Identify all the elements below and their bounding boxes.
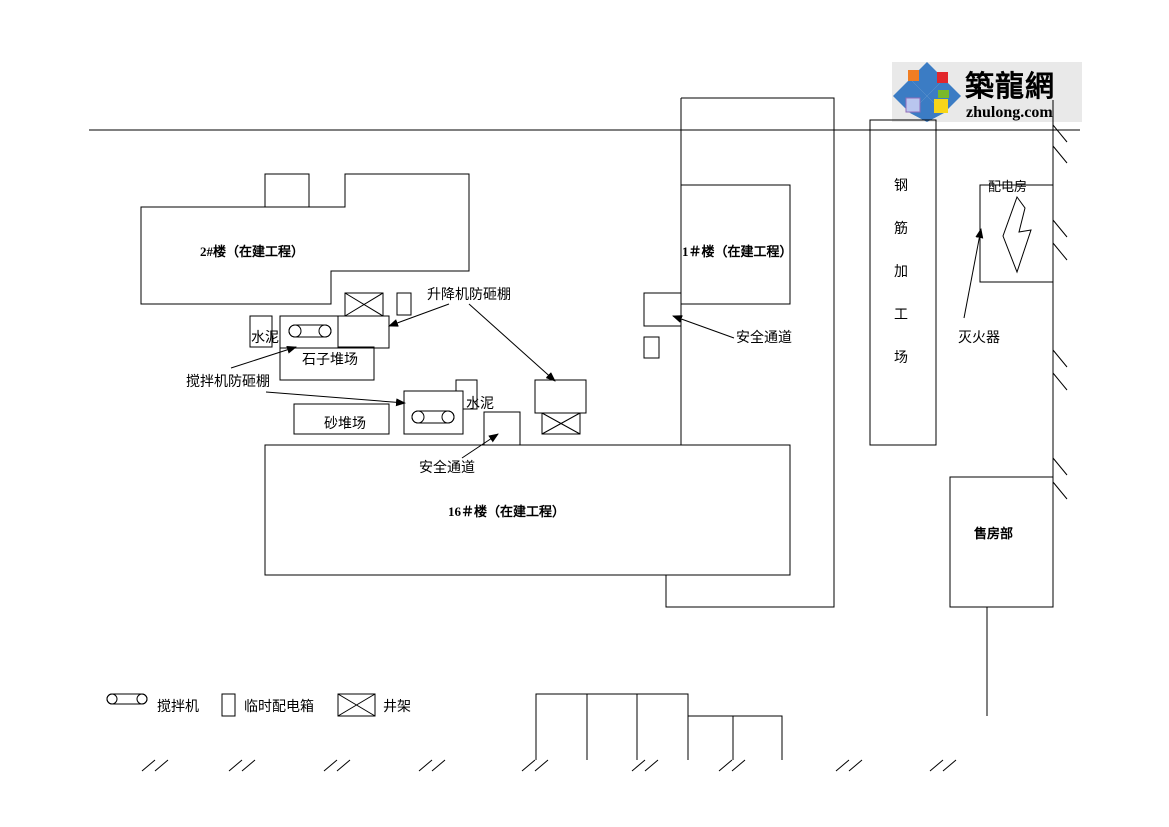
- logo-text-cn: 築龍網: [964, 69, 1055, 103]
- distribution-box: [396, 292, 412, 316]
- building-1-label: 1＃楼（在建工程）: [682, 244, 793, 259]
- stone-yard-label: 石子堆场: [302, 352, 358, 368]
- distribution-box: [643, 336, 660, 359]
- cement-label-1: 水泥: [251, 330, 279, 346]
- sales-office: 售房部: [949, 476, 1054, 716]
- safe-passage-arrow-1: [672, 315, 735, 339]
- safe-passage-label-1: 安全通道: [736, 329, 792, 346]
- rebar-label-char-3: 加: [894, 264, 908, 280]
- mixer-shed-1: [279, 315, 339, 349]
- legend-mixer-icon: [106, 693, 148, 705]
- mixer-icon: [288, 324, 332, 338]
- mixer-shed-2: [403, 390, 464, 435]
- sales-office-label: 售房部: [974, 526, 1013, 541]
- cement-store-1: [249, 315, 273, 348]
- safe-passage-arrow-2: [461, 433, 499, 459]
- rebar-processing-yard: 钢 筋 加 工 场: [869, 119, 937, 446]
- rebar-label-char-2: 筋: [894, 220, 908, 237]
- sand-yard: [293, 403, 390, 435]
- electric-bolt-icon: [1002, 195, 1032, 274]
- south-boundary-hatch: [141, 759, 957, 772]
- fire-extinguisher-arrow: [963, 228, 984, 319]
- power-room-label: 配电房: [988, 179, 1027, 194]
- rebar-label-char-4: 工: [894, 308, 908, 323]
- building-16-label: 16＃楼（在建工程）: [448, 504, 565, 519]
- hoist-frame-2: [344, 292, 384, 317]
- rebar-label-char-5: 场: [894, 350, 908, 366]
- east-boundary-fence: [1052, 100, 1068, 500]
- building-1: 1＃楼（在建工程）: [665, 97, 835, 608]
- building-16: 16＃楼（在建工程）: [264, 444, 791, 576]
- zhulong-logo: 築龍網 zhulong.com: [892, 62, 1082, 122]
- legend-hoist-frame-icon: [337, 693, 376, 717]
- rebar-label-char-1: 钢: [894, 178, 908, 194]
- building-2-label: 2#楼（在建工程）: [200, 244, 304, 259]
- safe-passage-1: [643, 292, 682, 327]
- mixer-shed-arrow-2: [265, 391, 406, 407]
- sand-yard-label: 砂堆场: [324, 416, 366, 432]
- hoist-shed-2: [337, 315, 390, 349]
- hoist-shed-label: 升降机防砸棚: [427, 287, 511, 303]
- power-room: 配电房: [979, 179, 1054, 283]
- legend-dist-box-label: 临时配电箱: [244, 699, 314, 715]
- mixer-icon: [411, 410, 455, 424]
- cement-label-2: 水泥: [466, 396, 494, 412]
- hoist-shed-16: [534, 379, 587, 414]
- fire-extinguisher: 灭火器: [958, 228, 1000, 346]
- hoist-shed-arrow-1: [388, 303, 450, 327]
- legend-mixer-label: 搅拌机: [157, 699, 199, 715]
- hoist-frame-16: [541, 412, 581, 435]
- hoist-shed-arrow-2: [468, 303, 556, 382]
- mixer-shed-arrow-1: [230, 345, 297, 369]
- legend-hoist-frame-label: 井架: [383, 699, 411, 715]
- building-2: 2#楼（在建工程）: [140, 173, 470, 305]
- mixer-shed-label: 搅拌机防砸棚: [186, 374, 270, 390]
- fire-extinguisher-label: 灭火器: [958, 330, 1000, 346]
- south-temp-buildings: [535, 693, 783, 760]
- legend-dist-box-icon: [221, 693, 236, 717]
- logo-emblem-icon: [892, 62, 1082, 122]
- logo-text-en: zhulong.com: [966, 104, 1053, 121]
- safe-passage-label-2: 安全通道: [419, 459, 475, 476]
- legend: 搅拌机 临时配电箱 井架: [106, 693, 411, 717]
